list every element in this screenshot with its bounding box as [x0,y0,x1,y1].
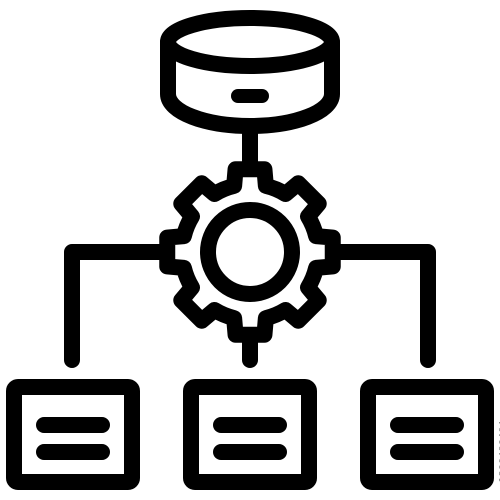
database-top [160,10,340,74]
connector-gear-right-box [328,244,436,368]
document-box-center-frame [183,379,317,490]
gear-icon [159,161,341,343]
document-box-center [183,379,317,490]
gear-center-circle [200,202,300,302]
gear-outline [159,161,341,343]
database-icon [160,10,340,134]
document-box-right-frame [360,379,494,490]
connector-gear-left-box [64,244,172,368]
document-box-left [6,379,140,490]
document-box-right [360,379,494,490]
document-box-left-frame [6,379,140,490]
